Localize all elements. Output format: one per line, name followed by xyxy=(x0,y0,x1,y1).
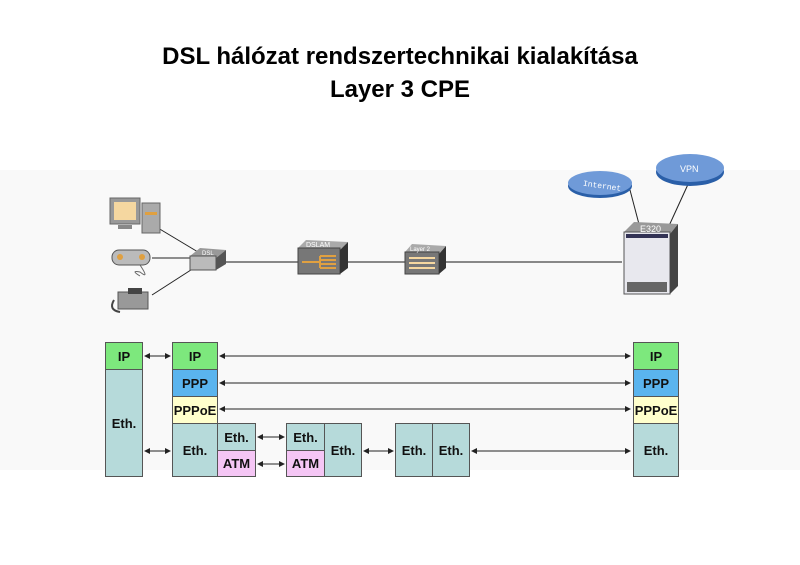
dslam-eth-layer: Eth. xyxy=(286,423,325,451)
switch-label: Layer 2 xyxy=(410,247,431,253)
bras-eth-layer: Eth. xyxy=(633,423,679,477)
cpe-wan-eth-layer: Eth. xyxy=(217,423,256,451)
cloud-internet-icon: Internet xyxy=(568,171,632,198)
bras-ip-layer: IP xyxy=(633,342,679,370)
cpe-ppp-layer: PPP xyxy=(172,369,218,397)
host-ip-layer: IP xyxy=(105,342,143,370)
telephone-icon xyxy=(111,288,149,313)
diagram-title: DSL hálózat rendszertechnikai kialakítás… xyxy=(162,43,638,70)
computer-icon xyxy=(109,197,161,234)
dslam-atm-layer: ATM xyxy=(286,450,325,477)
vpn-label: VPN xyxy=(680,164,699,174)
cpe-atm-layer: ATM xyxy=(217,450,256,477)
dslam-label: DSLAM xyxy=(306,242,330,249)
device-links xyxy=(151,179,691,296)
router-label: E320 xyxy=(640,224,661,234)
bras-ppp-layer: PPP xyxy=(633,369,679,397)
cpe-ip-layer: IP xyxy=(172,342,218,370)
layer2-switch-icon: Layer 2 xyxy=(404,244,446,275)
cpe-eth-layer: Eth. xyxy=(172,423,218,477)
diagram-subtitle: Layer 3 CPE xyxy=(329,76,471,103)
dslam-uplink-eth-layer: Eth. xyxy=(324,423,362,477)
cpe-pppoe-layer: PPPoE xyxy=(172,396,218,424)
dsl-modem-icon: DSL xyxy=(189,248,226,271)
dslam-icon: DSLAM xyxy=(297,240,348,275)
cloud-vpn-icon: VPN xyxy=(656,154,724,186)
l2-eth-left-layer: Eth. xyxy=(395,423,433,477)
gamepad-icon xyxy=(111,249,151,277)
router-icon: E320 xyxy=(623,222,678,295)
bras-pppoe-layer: PPPoE xyxy=(633,396,679,424)
host-eth-layer: Eth. xyxy=(105,369,143,477)
modem-label: DSL xyxy=(202,251,214,257)
l2-eth-right-layer: Eth. xyxy=(432,423,470,477)
protocol-arrows xyxy=(144,353,631,467)
